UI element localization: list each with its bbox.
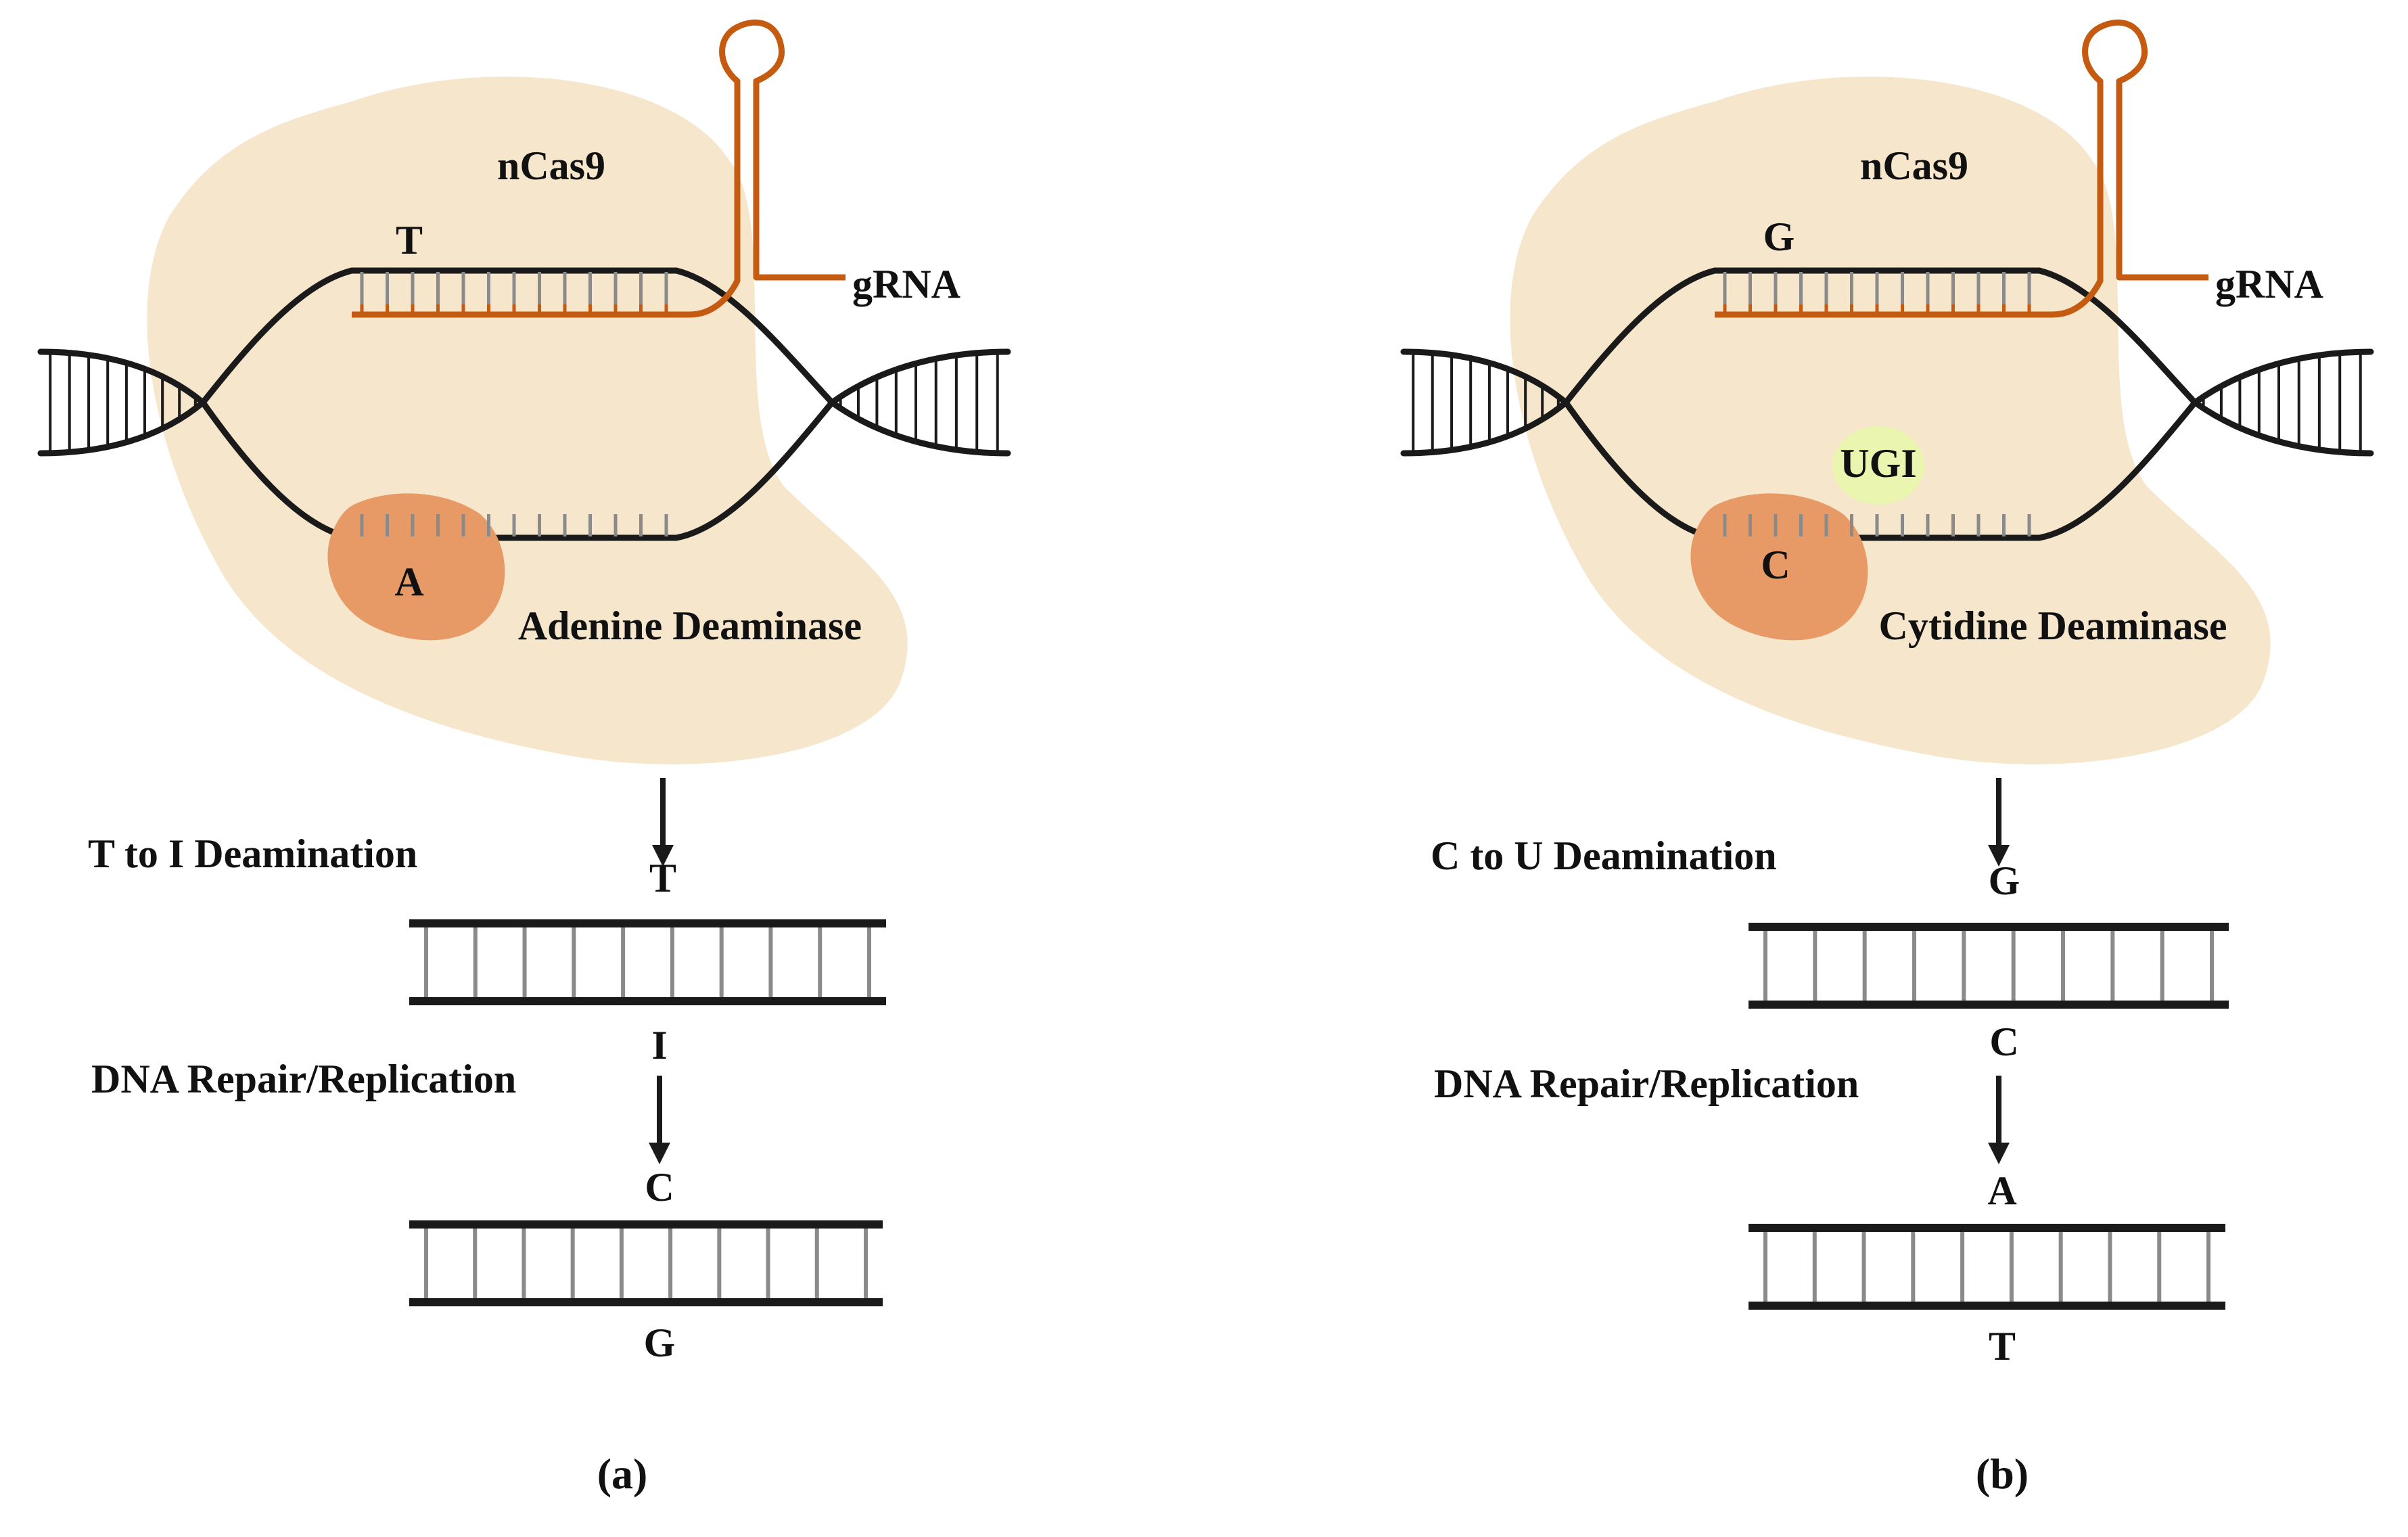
- ncas9-label: nCas9: [497, 143, 605, 188]
- step1-bottom-base-mutated: C: [1989, 1019, 2018, 1064]
- step1-top-base: G: [1989, 858, 2020, 903]
- dna-helix-left: [1400, 348, 1569, 457]
- step2-top-base: C: [645, 1165, 674, 1210]
- grna-label: gRNA: [2215, 262, 2323, 306]
- dna-bottom-strand: [200, 399, 835, 541]
- step1-label: C to U Deamination: [1431, 833, 1777, 878]
- step2-top-base: A: [1987, 1168, 2016, 1213]
- dna-top-strand: [200, 267, 835, 406]
- step1-bottom-base-mutated: I: [651, 1023, 667, 1068]
- grna-molecule: [1715, 19, 2208, 318]
- ugi-shape: [1832, 426, 1924, 505]
- deaminase-label: Adenine Deaminase: [518, 603, 862, 648]
- grna-molecule: [352, 19, 846, 318]
- dna-bottom-strand: [1562, 399, 2198, 541]
- step2-bottom-base: T: [1989, 1324, 2016, 1369]
- step2-label: DNA Repair/Replication: [1434, 1061, 1859, 1106]
- bottom-strand-rungs: [360, 514, 668, 536]
- dna-helix-left: [37, 348, 206, 457]
- step2-label: DNA Repair/Replication: [91, 1057, 516, 1101]
- step1-label: T to I Deamination: [88, 831, 417, 876]
- panel-a-adenine-base-editor: nCas9 gRNA T A Adenine Deaminase T to I …: [37, 19, 1011, 1498]
- target-bottom-base: C: [1761, 543, 1790, 587]
- panel-a-label: (a): [597, 1450, 648, 1498]
- adenine-deaminase-shape: [327, 493, 505, 641]
- ugi-label: UGI: [1840, 441, 1916, 486]
- grna-label: gRNA: [852, 262, 960, 306]
- duplex-after-repair: [1749, 1224, 2225, 1310]
- dna-helix-right: [2192, 348, 2374, 457]
- dna-helix-right: [829, 348, 1011, 457]
- ncas9-label: nCas9: [1860, 143, 1968, 188]
- duplex-after-deamination: [1749, 923, 2229, 1009]
- duplex-after-repair: [409, 1220, 883, 1306]
- bottom-strand-rungs: [1723, 514, 2031, 536]
- target-bottom-base: A: [394, 559, 423, 604]
- step2-bottom-base: G: [644, 1321, 676, 1365]
- top-strand-rungs: [1723, 272, 2031, 304]
- duplex-after-deamination: [409, 919, 886, 1005]
- step1-top-base: T: [649, 856, 676, 900]
- panel-b-label: (b): [1976, 1450, 2029, 1498]
- panel-b-cytidine-base-editor: nCas9 gRNA G UGI C Cytidine Deaminase C …: [1400, 19, 2374, 1498]
- deaminase-label: Cytidine Deaminase: [1879, 603, 2227, 648]
- target-top-base: G: [1763, 214, 1795, 259]
- top-strand-rungs: [360, 272, 668, 304]
- cytidine-deaminase-shape: [1690, 493, 1868, 641]
- dna-top-strand: [1562, 267, 2198, 406]
- target-top-base: T: [396, 218, 423, 262]
